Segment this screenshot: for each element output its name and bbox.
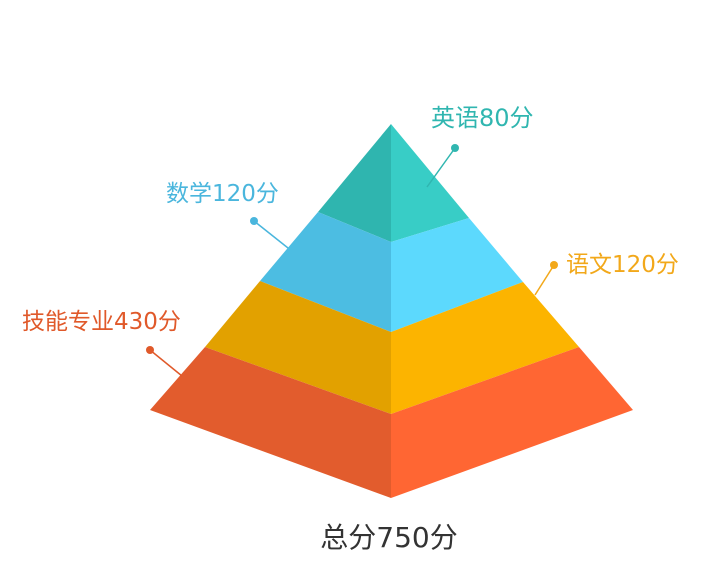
label-chinese: 语文120分: [566, 252, 679, 278]
leader-english: [426, 144, 459, 188]
label-english: 英语80分: [431, 104, 534, 132]
leader-dot-chinese: [550, 261, 558, 269]
leader-line-skills: [149, 349, 183, 377]
leader-chinese: [534, 261, 558, 296]
pyramid-layer-math: [260, 212, 523, 332]
pyramid-layer-english-left-face: [318, 124, 391, 242]
leader-dot-english: [451, 144, 459, 152]
total-score-label: 总分750分: [320, 521, 457, 554]
pyramid-layer-math-right-face: [391, 218, 523, 332]
pyramid-layer-chinese: [205, 281, 579, 414]
pyramid-layer-skills-left-face: [150, 347, 391, 498]
pyramid-layer-skills-right-face: [391, 347, 633, 498]
label-math: 数学120分: [166, 181, 279, 207]
pyramid-layer-chinese-left-face: [205, 281, 391, 414]
leader-line-english: [426, 147, 456, 188]
leader-dot-skills: [146, 346, 154, 354]
leader-line-chinese: [534, 264, 555, 296]
pyramid-layer-chinese-right-face: [391, 282, 579, 414]
leader-skills: [146, 346, 183, 377]
leader-dot-math: [250, 217, 258, 225]
leader-math: [250, 217, 289, 249]
leader-line-math: [253, 220, 289, 249]
pyramid-layer-math-left-face: [260, 212, 391, 332]
pyramid-layer-skills: [150, 347, 633, 498]
label-skills: 技能专业430分: [22, 309, 181, 335]
